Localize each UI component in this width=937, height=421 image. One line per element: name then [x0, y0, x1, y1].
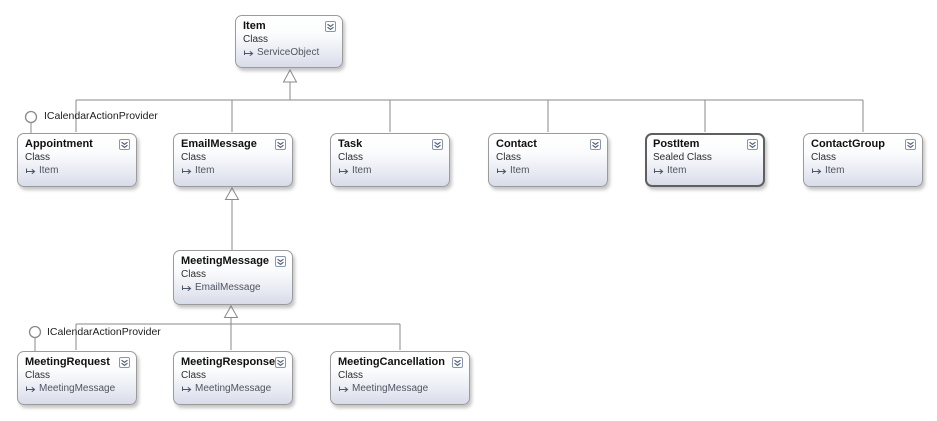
arrow-right-icon — [25, 167, 36, 176]
double-chevron-down-icon — [121, 359, 128, 366]
arrow-right-icon — [338, 385, 349, 394]
class-kind: Class — [338, 370, 364, 381]
base-type-name: Item — [825, 165, 845, 176]
collapse-chevron-button[interactable] — [275, 357, 287, 368]
class-name: Appointment — [25, 138, 93, 150]
arrow-right-icon — [25, 385, 36, 394]
class-kind: Class — [496, 152, 522, 163]
class-kind: Class — [25, 370, 51, 381]
double-chevron-down-icon — [592, 141, 599, 148]
collapse-chevron-button[interactable] — [275, 139, 286, 150]
arrow-right-icon — [243, 49, 254, 58]
inheritance-triangle-emailmessage[interactable] — [224, 186, 240, 200]
class-box-meetingresponse[interactable]: MeetingResponse Class MeetingMessage — [173, 351, 293, 405]
class-kind: Class — [181, 152, 207, 163]
class-box-emailmessage[interactable]: EmailMessage Class Item — [173, 133, 293, 187]
double-chevron-down-icon — [907, 141, 914, 148]
double-chevron-down-icon — [749, 141, 756, 148]
base-type-name: MeetingMessage — [352, 383, 429, 394]
collapse-chevron-button[interactable] — [119, 139, 130, 150]
class-box-item[interactable]: Item Class ServiceObject — [235, 15, 343, 68]
collapse-chevron-button[interactable] — [432, 139, 443, 150]
inheritance-triangle-meetingmessage[interactable] — [223, 304, 239, 318]
base-type-row: Item — [496, 164, 601, 177]
base-type-row: EmailMessage — [181, 281, 286, 294]
class-kind: Sealed Class — [653, 152, 712, 163]
class-name: Task — [338, 138, 363, 150]
base-type-row: Item — [25, 164, 130, 177]
class-box-meetingcancellation[interactable]: MeetingCancellation Class MeetingMessage — [330, 351, 470, 405]
arrow-right-icon — [181, 385, 192, 394]
class-kind: Class — [811, 152, 837, 163]
class-name: EmailMessage — [181, 138, 257, 150]
class-kind: Class — [25, 152, 51, 163]
class-box-meetingrequest[interactable]: MeetingRequest Class MeetingMessage — [17, 351, 137, 405]
double-chevron-down-icon — [277, 258, 284, 265]
double-chevron-down-icon — [434, 141, 441, 148]
double-chevron-down-icon — [327, 23, 334, 30]
lollipop-circle-icon-2[interactable] — [28, 325, 42, 339]
class-kind: Class — [338, 152, 364, 163]
double-chevron-down-icon — [277, 359, 284, 366]
collapse-chevron-button[interactable] — [905, 139, 916, 150]
base-type-name: ServiceObject — [257, 47, 320, 58]
arrow-right-icon — [496, 167, 507, 176]
double-chevron-down-icon — [277, 141, 284, 148]
collapse-chevron-button[interactable] — [590, 139, 601, 150]
class-name: Contact — [496, 138, 537, 150]
class-name: MeetingRequest — [25, 356, 110, 368]
interface-label-icalendaractionprovider-1: ICalendarActionProvider — [44, 110, 158, 122]
base-type-row: Item — [181, 164, 286, 177]
base-type-row: ServiceObject — [243, 46, 336, 59]
class-box-contactgroup[interactable]: ContactGroup Class Item — [803, 133, 923, 187]
base-type-row: Item — [338, 164, 443, 177]
base-type-row: MeetingMessage — [338, 382, 463, 395]
class-box-task[interactable]: Task Class Item — [330, 133, 450, 187]
arrow-right-icon — [811, 167, 822, 176]
inheritance-triangle-item[interactable] — [282, 68, 298, 83]
base-type-name: Item — [510, 165, 530, 176]
arrow-right-icon — [653, 167, 664, 176]
class-name: MeetingResponse — [181, 356, 276, 368]
class-kind: Class — [181, 370, 207, 381]
base-type-row: Item — [811, 164, 916, 177]
class-kind: Class — [243, 34, 269, 45]
base-type-name: EmailMessage — [195, 282, 261, 293]
class-box-appointment[interactable]: Appointment Class Item — [17, 133, 137, 187]
class-name: ContactGroup — [811, 138, 885, 150]
class-box-contact[interactable]: Contact Class Item — [488, 133, 608, 187]
class-name: PostItem — [653, 138, 700, 150]
arrow-right-icon — [181, 284, 192, 293]
base-type-name: Item — [667, 165, 687, 176]
class-name: Item — [243, 20, 266, 32]
base-type-name: MeetingMessage — [195, 383, 272, 394]
class-name: MeetingCancellation — [338, 356, 445, 368]
base-type-row: Item — [653, 164, 758, 177]
double-chevron-down-icon — [454, 359, 461, 366]
class-box-meetingmessage[interactable]: MeetingMessage Class EmailMessage — [173, 250, 293, 305]
class-name: MeetingMessage — [181, 255, 270, 267]
base-type-name: Item — [39, 165, 59, 176]
collapse-chevron-button[interactable] — [119, 357, 130, 368]
arrow-right-icon — [181, 167, 192, 176]
double-chevron-down-icon — [121, 141, 128, 148]
arrow-right-icon — [338, 167, 349, 176]
base-type-row: MeetingMessage — [25, 382, 130, 395]
collapse-chevron-button[interactable] — [275, 256, 286, 267]
collapse-chevron-button[interactable] — [747, 139, 758, 150]
base-type-name: Item — [352, 165, 372, 176]
interface-label-icalendaractionprovider-2: ICalendarActionProvider — [47, 326, 161, 338]
base-type-name: Item — [195, 165, 215, 176]
base-type-row: MeetingMessage — [181, 382, 286, 395]
collapse-chevron-button[interactable] — [452, 357, 463, 368]
class-box-postitem[interactable]: PostItem Sealed Class Item — [645, 133, 765, 187]
base-type-name: MeetingMessage — [39, 383, 116, 394]
lollipop-circle-icon-1[interactable] — [24, 110, 38, 124]
collapse-chevron-button[interactable] — [325, 21, 336, 32]
class-kind: Class — [181, 269, 207, 280]
